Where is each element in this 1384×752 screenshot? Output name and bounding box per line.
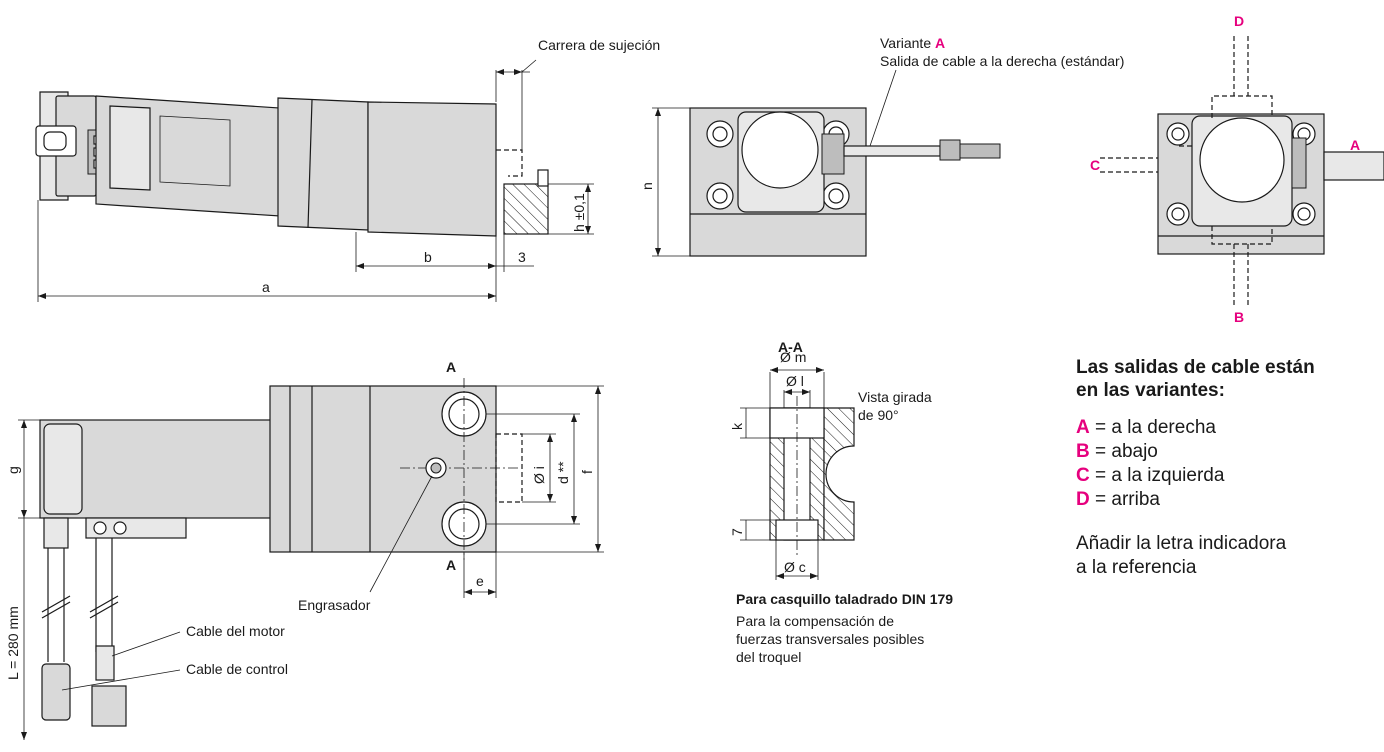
legend-title: Las salidas de cable están en las varian… (1076, 356, 1376, 402)
dim-a: a (262, 279, 270, 295)
dim-l: Ø l (786, 373, 804, 389)
dim-c: Ø c (784, 559, 806, 575)
variant-d-label: D (1234, 13, 1244, 29)
dim-3: 3 (518, 249, 526, 265)
bushing-right (823, 407, 855, 541)
variant-a-label: A (1350, 137, 1360, 153)
motor-cable-label: Cable del motor (186, 623, 285, 639)
legend-item: D = arriba (1076, 489, 1160, 510)
legend-item: B = abajo (1076, 441, 1158, 462)
legend-title-line-2: en las variantes: (1076, 380, 1225, 401)
variants-cap (1199, 117, 1285, 203)
dim-d: d ** (555, 461, 571, 484)
legend-title-line-1: Las salidas de cable están (1076, 357, 1315, 378)
dim-h: h ±0,1 (571, 193, 587, 232)
bushing-title: Para casquillo taladrado DIN 179 (736, 591, 953, 607)
bushing-desc-1: Para la compensación de (736, 613, 894, 629)
legend-note: Añadir la letra indicadora a la referenc… (1076, 533, 1287, 578)
rotated-note-1: Vista girada (858, 389, 932, 405)
dim-i: Ø i (531, 466, 547, 484)
dim-7: 7 (729, 528, 745, 536)
dim-f: f (579, 470, 595, 474)
section-title: A-A (778, 339, 803, 355)
bushing-desc-3: del troquel (736, 649, 801, 665)
control-cable-label: Cable de control (186, 661, 288, 677)
side-view: g L = 280 mm f d ** Ø i e A A Engrasador… (5, 359, 604, 740)
gear-housing (277, 97, 369, 231)
variants-view: D B C A (1090, 13, 1384, 325)
cable-exit-text: Salida de cable a la derecha (estándar) (880, 53, 1124, 69)
carrera-label: Carrera de sujeción (538, 37, 660, 53)
legend-item: A = a la derecha (1076, 417, 1216, 438)
engrasador-label: Engrasador (298, 597, 371, 613)
top-view: Carrera de sujeción a b 3 h ±0,1 (35, 37, 660, 302)
variant-c-label: C (1090, 157, 1100, 173)
variant-b-label: B (1234, 309, 1244, 325)
dim-b: b (424, 249, 432, 265)
end-view: Variante A Salida de cable a la derecha … (639, 35, 1124, 257)
dim-e: e (476, 573, 484, 589)
bushing-desc-2: fuerzas transversales posibles (736, 631, 924, 647)
variants-legend: Las salidas de cable están en las varian… (1076, 356, 1376, 580)
connector-slot (43, 131, 67, 151)
section-mark-bottom: A (446, 557, 456, 573)
section-view: A-A Ø m Ø l k 7 Ø c Vista girada de 9 (729, 339, 953, 665)
dim-n: n (639, 182, 655, 190)
clamp-jaw (503, 183, 549, 235)
dim-g: g (5, 466, 21, 474)
rotated-note-2: de 90° (858, 407, 899, 423)
dim-k: k (729, 422, 745, 430)
dim-m: Ø m (780, 349, 806, 365)
variant-line: Variante A (880, 35, 945, 51)
legend-item: C = a la izquierda (1076, 465, 1225, 486)
motor-plate (109, 105, 151, 191)
section-mark-top: A (446, 359, 456, 375)
motor-cap (741, 111, 819, 189)
dim-L: L = 280 mm (5, 606, 21, 680)
clamp-block (367, 101, 497, 237)
